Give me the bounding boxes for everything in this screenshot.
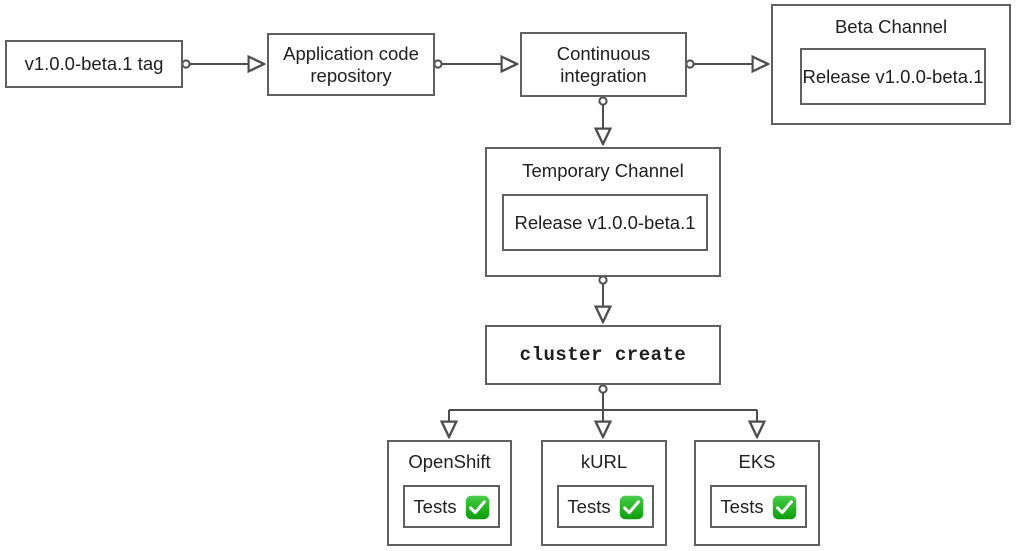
openshift-tests-box[interactable]: Tests xyxy=(403,485,500,528)
beta-channel-release-label: Release v1.0.0-beta.1 xyxy=(802,65,984,87)
green-check-icon xyxy=(772,495,797,520)
node-version-tag[interactable]: v1.0.0-beta.1 tag xyxy=(5,40,183,88)
eks-tests-box[interactable]: Tests xyxy=(710,485,807,528)
container-temporary-channel-title: Temporary Channel xyxy=(522,160,684,181)
container-temporary-channel[interactable]: Temporary Channel Release v1.0.0-beta.1 xyxy=(485,147,721,277)
kurl-tests-box[interactable]: Tests xyxy=(557,485,654,528)
node-continuous-integration[interactable]: Continuous integration xyxy=(520,32,687,97)
green-check-icon xyxy=(619,495,644,520)
openshift-tests-label: Tests xyxy=(413,495,457,517)
container-eks[interactable]: EKS Tests xyxy=(694,440,820,546)
green-check-icon xyxy=(465,495,490,520)
node-application-code-repository[interactable]: Application code repository xyxy=(267,33,435,96)
container-beta-channel[interactable]: Beta Channel Release v1.0.0-beta.1 xyxy=(771,4,1011,125)
container-openshift[interactable]: OpenShift Tests xyxy=(387,440,512,546)
temporary-channel-release-label: Release v1.0.0-beta.1 xyxy=(514,211,696,233)
container-openshift-title: OpenShift xyxy=(408,451,491,472)
node-cluster-create-command-label: cluster create xyxy=(519,343,687,366)
eks-tests-label: Tests xyxy=(720,495,764,517)
node-version-tag-label: v1.0.0-beta.1 tag xyxy=(24,53,164,75)
beta-channel-release-box[interactable]: Release v1.0.0-beta.1 xyxy=(800,48,986,105)
node-continuous-integration-label: Continuous integration xyxy=(556,42,651,86)
node-application-code-repository-label: Application code repository xyxy=(283,42,419,86)
node-cluster-create-command[interactable]: cluster create xyxy=(485,325,721,385)
temporary-channel-release-box[interactable]: Release v1.0.0-beta.1 xyxy=(502,194,708,251)
container-beta-channel-title: Beta Channel xyxy=(834,16,948,37)
kurl-tests-label: Tests xyxy=(567,495,611,517)
container-kurl-title: kURL xyxy=(580,451,628,472)
container-kurl[interactable]: kURL Tests xyxy=(541,440,667,546)
container-eks-title: EKS xyxy=(738,451,776,472)
